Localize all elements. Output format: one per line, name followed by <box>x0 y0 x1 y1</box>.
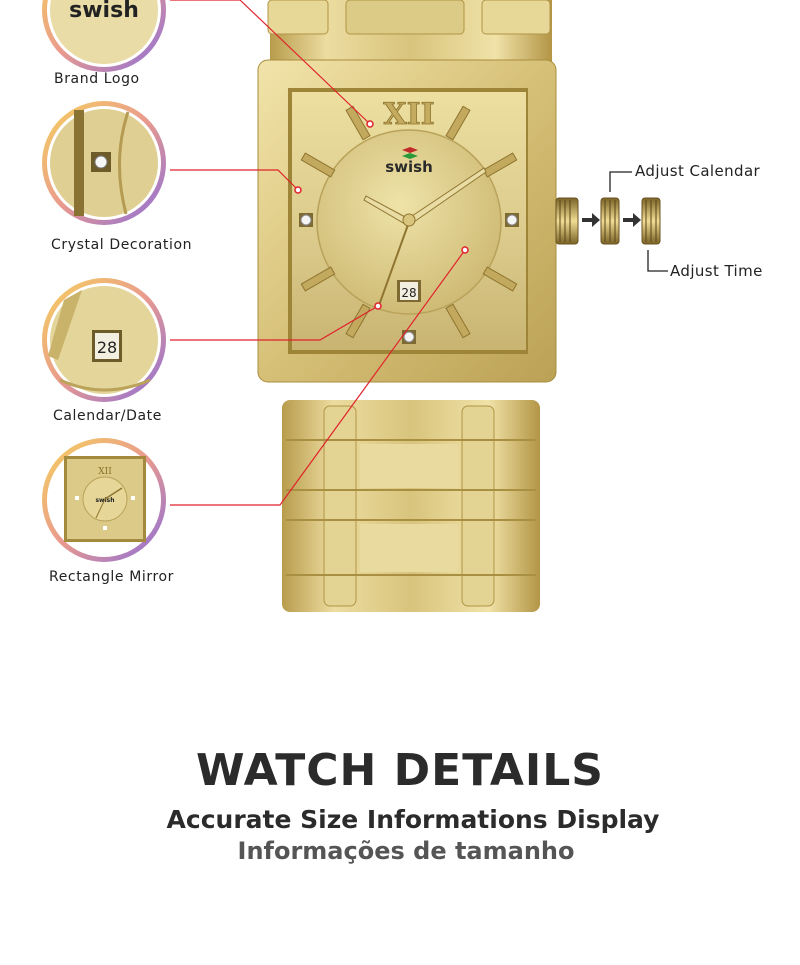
dial-logo <box>402 147 418 159</box>
crown-diagram <box>582 171 668 272</box>
watch-illustration: XII 28 swish <box>42 0 668 612</box>
svg-text:XII: XII <box>98 467 112 477</box>
callout-mirror: XII swish <box>42 438 166 562</box>
crystal-markers <box>299 213 519 344</box>
callout-calendar: 28 <box>42 278 166 402</box>
hour-indices <box>300 105 518 339</box>
mirror-brand-text: swish <box>95 497 114 504</box>
callout-label-crystal: Crystal Decoration <box>51 237 193 253</box>
top-band <box>267 0 552 70</box>
date-number: 28 <box>401 286 416 300</box>
callout-crystal <box>42 101 166 225</box>
label-adjust-time: Adjust Time <box>670 262 763 280</box>
callout-label-calendar: Calendar/Date <box>53 408 162 424</box>
section-subtitle: Accurate Size Informations Display <box>166 805 660 834</box>
callout-brand-logo: swish <box>42 0 166 72</box>
date-window <box>400 282 418 300</box>
callout-brand-text: swish <box>69 0 139 23</box>
watch-hands <box>363 167 487 309</box>
dial-brand-text: swish <box>385 158 433 176</box>
callout-label-mirror: Rectangle Mirror <box>49 569 175 585</box>
callout-lines <box>170 0 466 506</box>
bottom-band <box>282 400 540 612</box>
roman-twelve: XII <box>383 97 434 132</box>
callout-dots <box>294 120 469 310</box>
crown <box>555 197 579 245</box>
label-adjust-calendar: Adjust Calendar <box>635 162 761 180</box>
section-title: WATCH DETAILS <box>196 745 604 796</box>
callout-date-number: 28 <box>97 338 117 357</box>
callout-label-brand-logo: Brand Logo <box>54 71 140 87</box>
section-subtitle-pt: Informações de tamanho <box>237 837 575 865</box>
